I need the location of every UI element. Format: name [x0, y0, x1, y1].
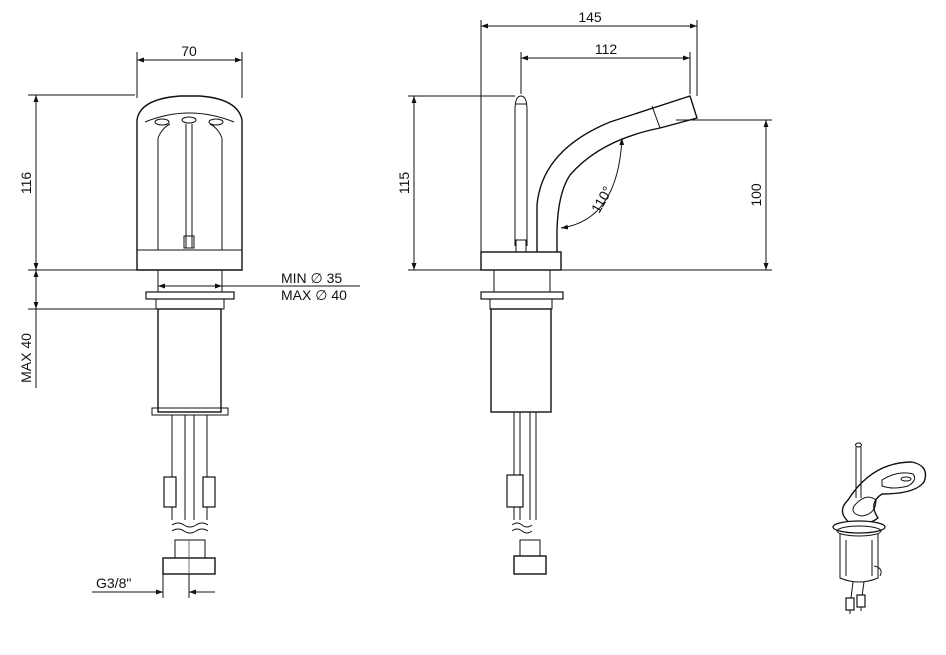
side-connector	[513, 555, 547, 575]
dim-height-116: 116	[18, 172, 34, 195]
side-view: 145 112 115 100 110°	[396, 9, 772, 575]
front-body-outline	[136, 95, 243, 271]
dim-overall-length-145: 145	[578, 9, 602, 25]
dim-height-115: 115	[396, 172, 412, 195]
dim-hole-max: MAX ∅ 40	[281, 287, 347, 303]
side-mount-washer	[480, 291, 564, 300]
front-view: 70 116 MAX 40 MIN ∅ 35 MAX ∅ 40 G3/8"	[18, 43, 360, 598]
side-base	[480, 251, 562, 271]
dim-hole-min: MIN ∅ 35	[281, 270, 342, 286]
dim-max-thickness: MAX 40	[18, 333, 34, 383]
dim-width-70: 70	[181, 43, 197, 59]
side-shank	[490, 308, 552, 413]
isometric-view	[832, 442, 927, 614]
front-shank	[157, 308, 222, 413]
front-mount-washer	[145, 291, 235, 300]
dim-spout-height-100: 100	[748, 183, 764, 207]
dim-thread: G3/8"	[96, 575, 131, 591]
dim-spout-reach-112: 112	[595, 41, 618, 57]
